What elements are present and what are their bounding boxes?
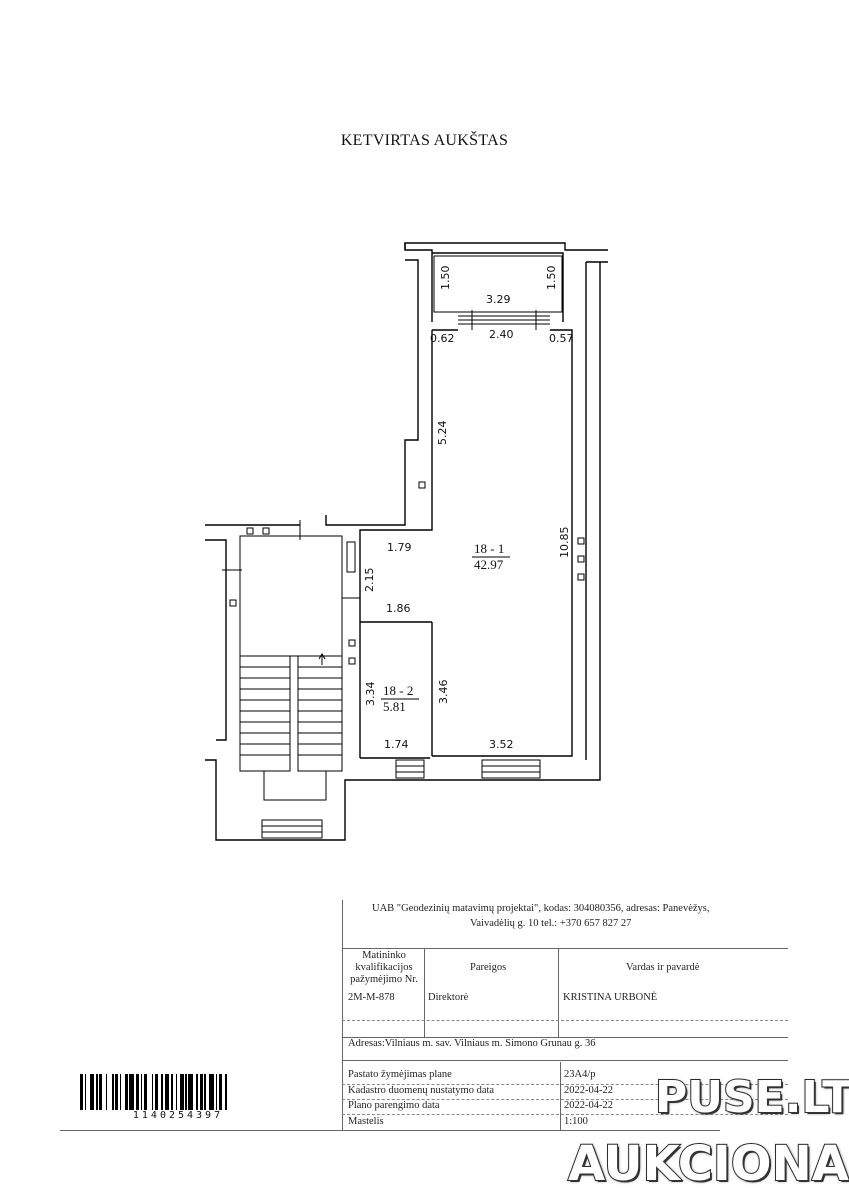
row-label-plan-date: Plano parengimo data bbox=[348, 1100, 440, 1111]
dim-window-width: 2.40 bbox=[489, 328, 514, 341]
cert-number: 2M-M-878 bbox=[348, 992, 395, 1003]
address: Adresas:Vilniaus m. sav. Vilniaus m. Sim… bbox=[348, 1038, 596, 1049]
row-value-scale: 1:100 bbox=[564, 1116, 588, 1127]
dim-balcony-height-right: 1.50 bbox=[545, 266, 558, 291]
page-title: KETVIRTAS AUKŠTAS bbox=[340, 132, 509, 149]
row-value-designation: 23A4/p bbox=[564, 1069, 596, 1080]
cert-header-1: Matininko bbox=[362, 950, 406, 961]
dim-entry-height: 2.15 bbox=[363, 568, 376, 593]
dim-balcony-height-left: 1.50 bbox=[439, 266, 452, 291]
room-18-2-id: 18 - 2 bbox=[383, 683, 413, 698]
dim-left-offset: 0.62 bbox=[430, 332, 455, 345]
watermark-line-1: PUSE.LT bbox=[654, 1071, 849, 1124]
dim-upper-wall: 5.24 bbox=[436, 421, 449, 446]
room-18-1-area: 42.97 bbox=[474, 557, 504, 572]
dim-entry-width: 1.79 bbox=[387, 541, 412, 554]
dim-main-bottom-width: 3.52 bbox=[489, 738, 514, 751]
row-value-cadastre-date: 2022-04-22 bbox=[564, 1085, 613, 1096]
row-label-scale: Mastelis bbox=[348, 1116, 384, 1127]
main-room-walls bbox=[205, 259, 608, 841]
dim-right-offset: 0.57 bbox=[549, 332, 574, 345]
room-18-1-id: 18 - 1 bbox=[474, 541, 504, 556]
position-header: Pareigos bbox=[470, 962, 507, 973]
row-label-designation: Pastato žymėjimas plane bbox=[348, 1069, 452, 1080]
row-label-cadastre-date: Kadastro duomenų nustatymo data bbox=[348, 1085, 495, 1096]
company-line-1: UAB "Geodezinių matavimų projektai", kod… bbox=[372, 903, 710, 914]
cert-header-2: kvalifikacijos bbox=[355, 962, 413, 973]
staircase bbox=[222, 520, 360, 839]
dim-balcony-width: 3.29 bbox=[486, 293, 511, 306]
name-value: KRISTINA URBONĖ bbox=[563, 992, 658, 1003]
company-line-2: Vaivadėlių g. 10 tel.: +370 657 827 27 bbox=[470, 918, 632, 929]
name-header: Vardas ir pavardė bbox=[626, 962, 700, 973]
position-value: Direktorė bbox=[428, 992, 469, 1003]
dim-main-lower-height: 3.46 bbox=[437, 680, 450, 705]
barcode bbox=[80, 1074, 276, 1110]
cert-header-3: pažymėjimo Nr. bbox=[350, 974, 418, 985]
room-18-2-area: 5.81 bbox=[383, 699, 406, 714]
barcode-number: 1140254397 bbox=[132, 1110, 224, 1121]
dim-corridor-width: 1.86 bbox=[386, 602, 411, 615]
dim-room-height: 10.85 bbox=[558, 527, 571, 559]
watermark-line-2: AUKCIONAI bbox=[567, 1135, 849, 1193]
dim-small-room-width: 1.74 bbox=[384, 738, 409, 751]
dim-small-room-height: 3.34 bbox=[364, 682, 377, 707]
balcony bbox=[404, 242, 608, 330]
row-value-plan-date: 2022-04-22 bbox=[564, 1100, 613, 1111]
